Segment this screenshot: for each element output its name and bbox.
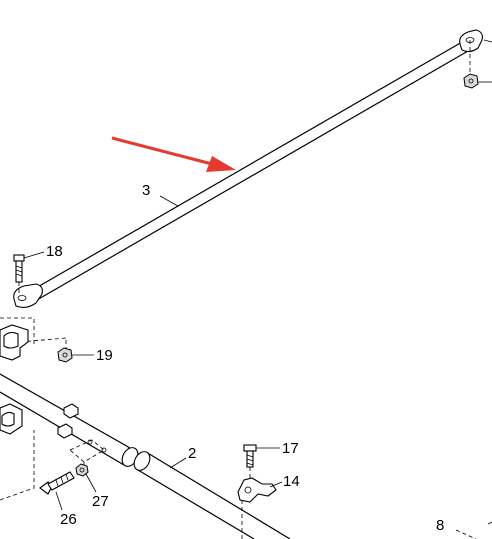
callout-2: 2 [188, 445, 196, 462]
callout-8: 8 [436, 517, 444, 534]
part-8-partial [455, 521, 492, 539]
clamp-part-14 [237, 477, 277, 539]
callout-26: 26 [60, 511, 77, 528]
nut-part-19 [57, 340, 73, 363]
callout-3: 3 [142, 182, 150, 199]
top-right-hardware [463, 39, 492, 89]
callout-18: 18 [46, 243, 63, 260]
callout-14: 14 [283, 473, 300, 490]
red-indicator-arrow [111, 136, 236, 172]
left-bracket-assembly [0, 317, 67, 501]
callout-19: 19 [96, 347, 113, 364]
washer-part-27 [75, 463, 89, 477]
tie-rod-part-3 [13, 29, 483, 309]
bolt-part-17 [243, 444, 257, 482]
bolt-part-26 [39, 471, 75, 495]
leader-lines [23, 195, 283, 511]
main-tube-part-2 [0, 373, 291, 539]
callout-27: 27 [92, 493, 109, 510]
callout-17: 17 [282, 440, 299, 457]
